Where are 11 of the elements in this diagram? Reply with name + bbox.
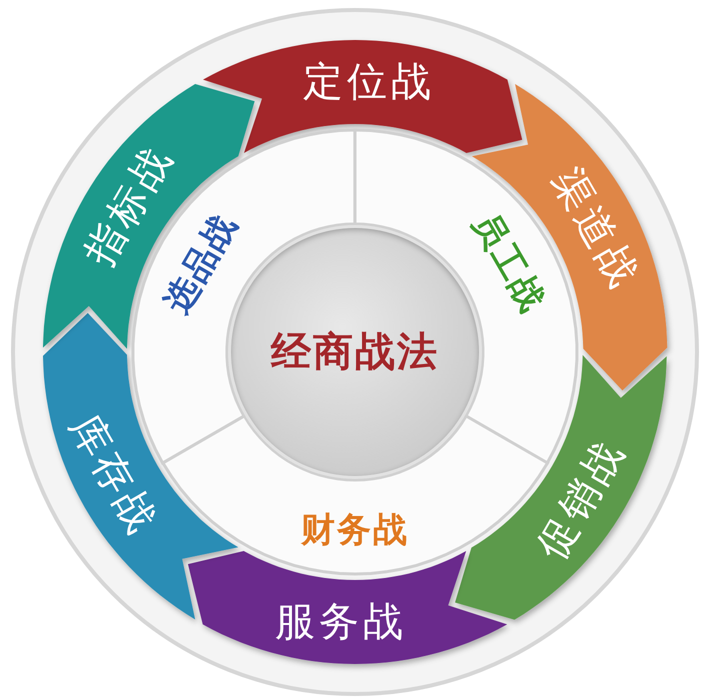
arrow-segment [43, 84, 255, 349]
arrow-segment [472, 84, 667, 390]
segment-label: 库存战 [64, 407, 165, 542]
segment-label: 财务战 [300, 513, 409, 547]
center-title: 经商战法 [271, 332, 439, 372]
arrow-segment [455, 355, 667, 620]
arrow-segment [202, 40, 522, 153]
segment-label: 服务战 [274, 602, 407, 642]
segment-label: 定位战 [303, 62, 436, 102]
arrow-segment [188, 551, 508, 664]
segment-label: 促销战 [531, 432, 632, 566]
